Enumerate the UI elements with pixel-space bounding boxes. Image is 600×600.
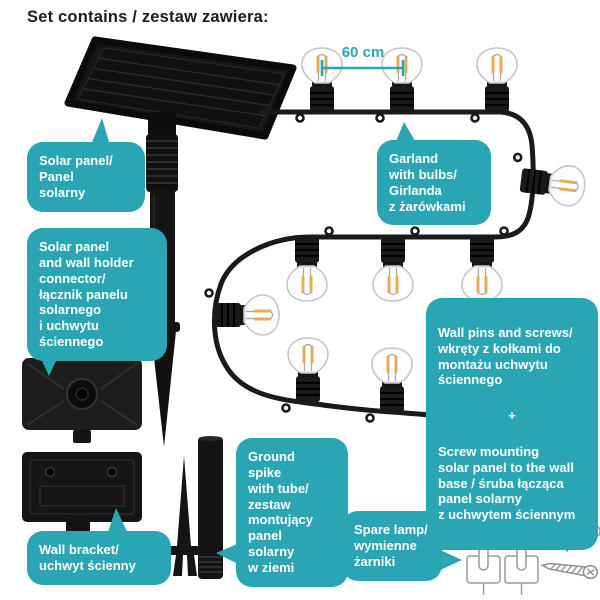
connector-graphic xyxy=(22,358,142,443)
callout-wall-pins-plus: + xyxy=(508,408,516,424)
callout-ground-spike: Ground spike with tube/ zestaw montujący… xyxy=(236,438,348,587)
wall-bracket-graphic xyxy=(22,452,142,534)
page-title: Set contains / zestaw zawiera: xyxy=(27,8,269,26)
screws-plus-sign: + xyxy=(561,536,573,558)
callout-wall-pins: Wall pins and screws/ wkręty z kołkami d… xyxy=(426,298,598,551)
garland-bulb xyxy=(507,152,590,210)
spare-lamp-callout-tail xyxy=(436,548,462,572)
screw-icon xyxy=(540,558,600,580)
callout-garland: Garland with bulbs/ Girlanda z żarówkami xyxy=(377,140,491,226)
solar-panel-graphic xyxy=(64,36,297,140)
ground-spike-callout-tail xyxy=(216,542,242,566)
measurement-arrow xyxy=(320,60,405,76)
callout-wall-pins-top: Wall pins and screws/ wkręty z kołkami d… xyxy=(438,324,573,388)
callout-solar-panel: Solar panel/ Panel solarny xyxy=(27,142,145,212)
ground-spike-graphic xyxy=(169,436,223,579)
callout-connector: Solar panel and wall holder connector/ ł… xyxy=(27,228,167,362)
wall-bracket-callout-tail xyxy=(106,508,130,538)
measurement-label: 60 cm xyxy=(341,44,385,61)
callout-wall-pins-bottom: Screw mounting solar panel to the wall b… xyxy=(438,443,576,523)
callout-wall-bracket: Wall bracket/ uchwyt ścienny xyxy=(27,531,171,585)
callout-spare-lamp: Spare lamp/ wymienne żarniki xyxy=(342,511,442,581)
pole-ground-spike xyxy=(151,331,176,447)
